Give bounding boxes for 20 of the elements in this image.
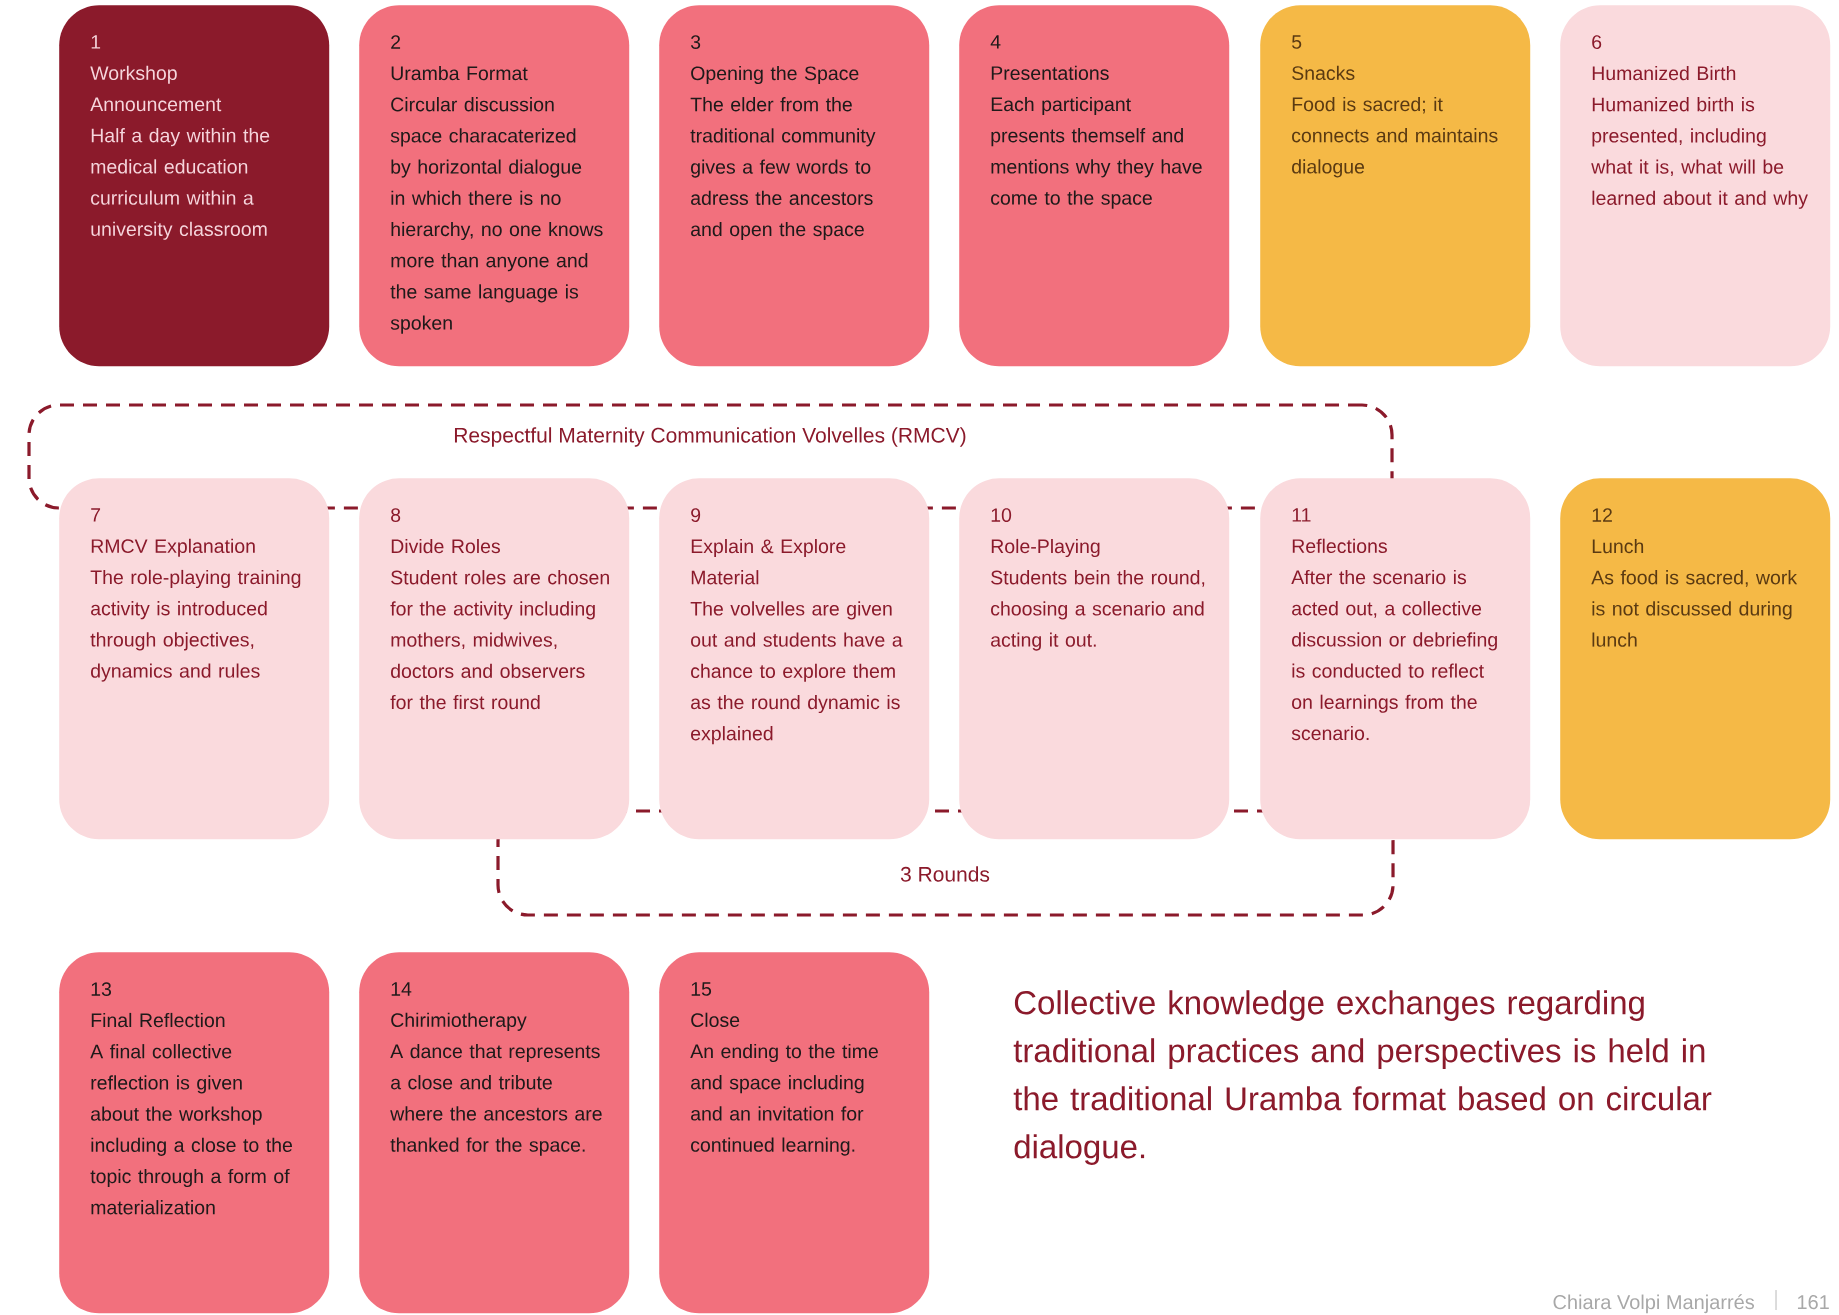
step-card: 10 Role-Playing Students bein the round, choosing a scenario and acting it out. xyxy=(959,478,1230,840)
group-label: 3 Rounds xyxy=(900,866,990,882)
page-number: 161 xyxy=(1797,1295,1829,1310)
step-card: 8 Divide Roles Student roles are chosen for the activity including mothers, midwives, doctors and observers for the first round xyxy=(359,478,630,840)
step-card: 2 Uramba Format Circular discussion space characaterized by horizontal dialogue in which there is no hierarchy, no one knows more than anyone and the same language is spoken xyxy=(359,5,630,367)
step-card: 4 Presentations Each participant presents themself and mentions why they have come to the space xyxy=(959,5,1230,367)
author-name: Chiara Volpi Manjarrés xyxy=(1553,1294,1755,1314)
step-card: 5 Snacks Food is sacred; it connects and maintains dialogue xyxy=(1260,5,1531,367)
step-card: 13 Final Reflection A final collective reflection is given about the workshop including a close to the topic through a form of materialization xyxy=(59,952,330,1314)
step-card: 15 Close An ending to the time and space including and an invitation for continued learning. xyxy=(659,952,930,1314)
step-card: 11 Reflections After the scenario is acted out, a collective discussion or debriefing is conducted to reflect on learnings from the scenario. xyxy=(1260,478,1531,840)
step-card: 1 Workshop Announcement Half a day within the medical education curriculum within a university classroom xyxy=(59,5,330,367)
step-card: 3 Opening the Space The elder from the traditional community gives a few words to adress the ancestors and open the space xyxy=(659,5,930,367)
step-card: 6 Humanized Birth Humanized birth is presented, including what it is, what will be learned about it and why xyxy=(1560,5,1831,367)
statement-text: Collective knowledge exchanges regarding traditional practices and perspectives is held in the traditional Uramba format based on circular dialogue. xyxy=(1013,990,1712,1165)
step-card: 7 RMCV Explanation The role-playing training activity is introduced through objectives, dynamics and rules xyxy=(59,478,330,840)
group-label: Respectful Maternity Communication Volvelles (RMCV) xyxy=(455,427,966,447)
step-card: 12 Lunch As food is sacred, work is not discussed during lunch xyxy=(1560,478,1831,840)
step-card: 9 Explain & Explore Material The volvelles are given out and students have a chance to explore them as the round dynamic is explained xyxy=(659,478,930,840)
step-card: 14 Chirimiotherapy A dance that represents a close and tribute where the ancestors are thanked for the space. xyxy=(359,952,630,1314)
